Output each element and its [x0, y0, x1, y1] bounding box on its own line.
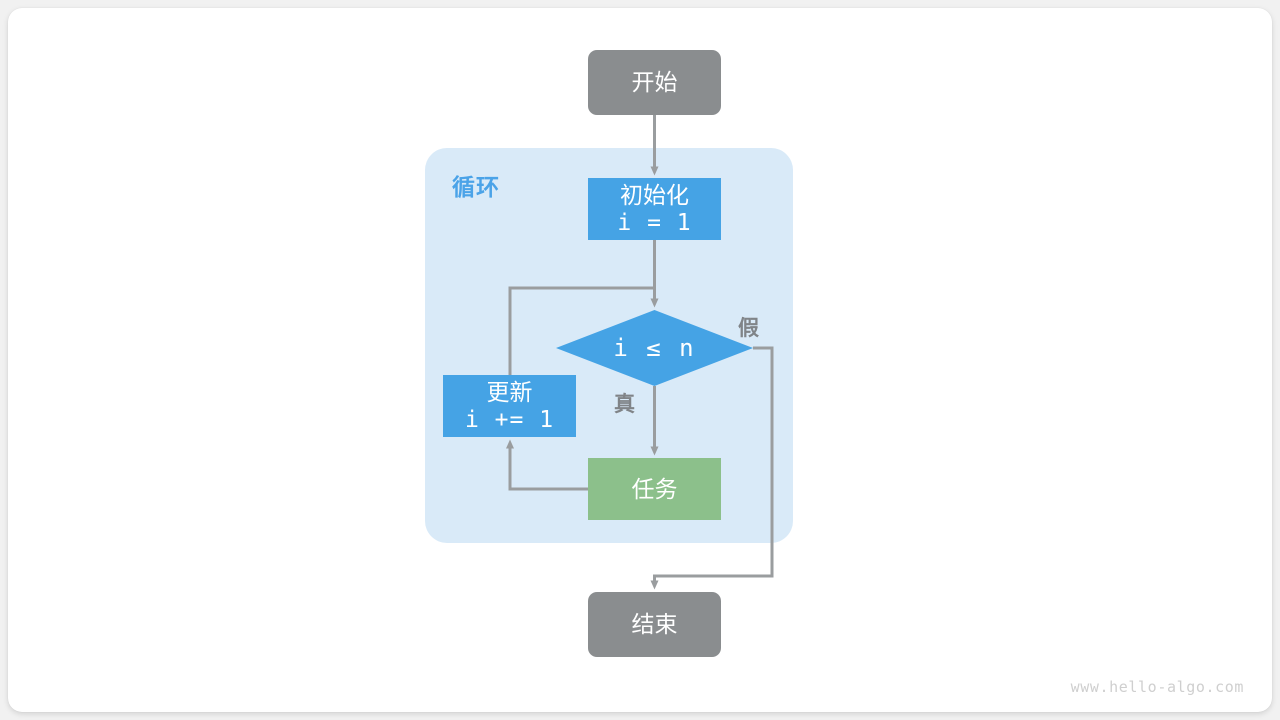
- node-condition-label: i ≤ n: [613, 334, 696, 362]
- loop-container-label: 循环: [452, 174, 500, 200]
- node-update-line2: i += 1: [464, 407, 555, 433]
- node-end-label: 结束: [631, 611, 678, 638]
- branch-label-true: 真: [614, 393, 635, 416]
- node-end[interactable]: 结束: [588, 592, 721, 657]
- node-condition[interactable]: i ≤ n: [556, 310, 753, 386]
- node-start[interactable]: 开始: [588, 50, 721, 115]
- node-init-line2: i = 1: [617, 210, 692, 236]
- node-task-label: 任务: [631, 475, 678, 502]
- node-task[interactable]: 任务: [588, 458, 721, 520]
- diamond-shape: [556, 310, 753, 386]
- node-update-line1: 更新: [486, 378, 533, 405]
- node-update[interactable]: 更新 i += 1: [443, 375, 576, 437]
- node-init-line1: 初始化: [620, 181, 689, 208]
- node-init[interactable]: 初始化 i = 1: [588, 178, 721, 240]
- watermark: www.hello-algo.com: [1070, 678, 1244, 696]
- node-start-label: 开始: [631, 69, 678, 96]
- branch-label-false: 假: [738, 317, 759, 340]
